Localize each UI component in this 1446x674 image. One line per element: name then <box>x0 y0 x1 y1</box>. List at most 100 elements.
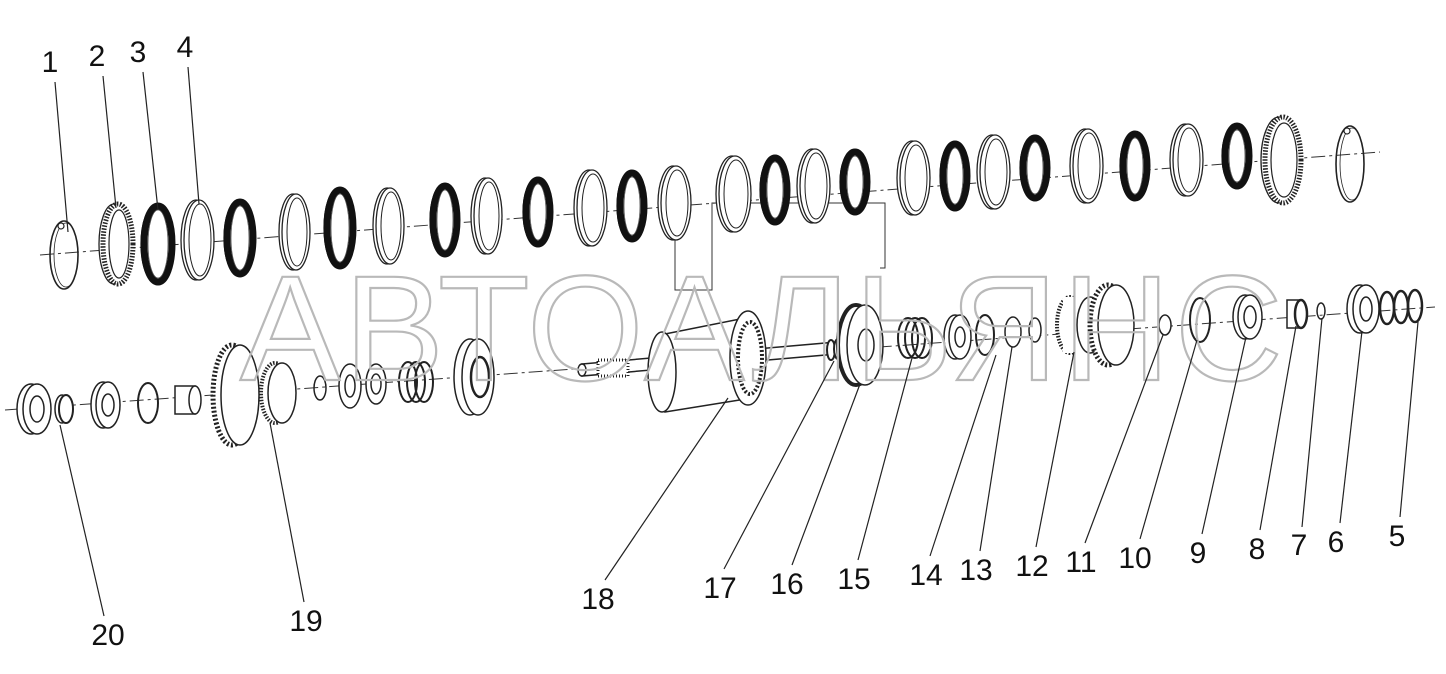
bearing-part-20 <box>16 383 52 435</box>
clutch-ring-7 <box>323 186 357 270</box>
callout-3-leader <box>142 71 159 211</box>
callout-1-label: 1 <box>42 46 59 79</box>
clutch-ring-1 <box>49 220 79 290</box>
callout-1-leader <box>54 81 69 233</box>
callout-11-leader <box>1084 334 1164 544</box>
clutch-ring-10 <box>470 177 503 255</box>
callout-19: 19 <box>269 422 323 638</box>
callout-15-leader <box>857 357 913 561</box>
callout-16: 16 <box>770 383 861 601</box>
callout-7: 7 <box>1291 317 1323 562</box>
callout-16-label: 16 <box>770 568 803 601</box>
callout-4: 4 <box>177 31 200 205</box>
clutch-ring-25 <box>1169 123 1204 197</box>
callout-17-label: 17 <box>703 572 736 605</box>
callout-9-label: 9 <box>1190 537 1207 570</box>
callout-20-leader <box>59 424 105 617</box>
bushing-part-8 <box>1286 298 1309 330</box>
callout-17-leader <box>723 360 835 570</box>
snap-ring-lower <box>137 382 159 424</box>
clutch-ring-9 <box>429 182 461 258</box>
callout-7-label: 7 <box>1291 529 1308 562</box>
clutch-ring-23 <box>1069 128 1104 204</box>
gear-part-12 <box>1055 282 1135 368</box>
bearing-part-14 <box>943 314 995 360</box>
gear-part-19 <box>210 342 297 448</box>
callout-4-label: 4 <box>177 31 194 64</box>
callout-12-label: 12 <box>1015 550 1048 583</box>
callout-6: 6 <box>1328 330 1363 559</box>
clutch-ring-4 <box>180 199 215 281</box>
clutch-ring-27 <box>1260 114 1304 206</box>
clutch-ring-11 <box>522 176 554 248</box>
clutch-ring-8 <box>372 187 405 265</box>
piston-lower <box>453 338 495 416</box>
sleeve <box>174 385 202 415</box>
callout-4-leader <box>187 66 200 205</box>
clutch-ring-22 <box>1019 134 1051 202</box>
callout-13: 13 <box>959 346 1013 587</box>
clutch-ring-18 <box>839 148 871 216</box>
upper-axis-line <box>39 151 1381 256</box>
clutch-ring-16 <box>759 154 791 226</box>
callout-2: 2 <box>89 40 117 209</box>
callout-12: 12 <box>1015 351 1075 583</box>
callout-18-leader <box>604 397 729 581</box>
clutch-ring-6 <box>278 193 311 271</box>
callout-12-leader <box>1035 351 1075 548</box>
callout-8-label: 8 <box>1249 533 1266 566</box>
seal-rings-part-5 <box>1378 288 1424 326</box>
callout-2-label: 2 <box>89 40 106 73</box>
clutch-ring-2 <box>98 201 136 287</box>
clutch-ring-3 <box>140 202 176 286</box>
spring-pack-lower <box>398 361 434 403</box>
clutch-ring-14 <box>657 165 692 241</box>
spring-part-15 <box>897 317 933 359</box>
callout-10: 10 <box>1118 339 1198 575</box>
callout-7-leader <box>1301 317 1323 528</box>
callout-8-leader <box>1259 325 1297 531</box>
callout-18: 18 <box>581 397 729 616</box>
callout-13-label: 13 <box>959 554 992 587</box>
clutch-ring-28 <box>1335 125 1365 203</box>
callout-18-label: 18 <box>581 583 614 616</box>
callout-14-leader <box>929 354 997 557</box>
callout-16-leader <box>791 383 861 566</box>
bearing-2 <box>90 381 121 429</box>
callout-2-leader <box>102 75 117 209</box>
clutch-ring-5 <box>223 198 257 278</box>
callout-3-label: 3 <box>130 36 147 69</box>
clutch-ring-13 <box>616 169 648 243</box>
callout-9-leader <box>1201 336 1247 535</box>
callout-10-label: 10 <box>1118 542 1151 575</box>
callout-19-label: 19 <box>289 605 322 638</box>
clutch-ring-24 <box>1119 130 1151 202</box>
clutch-ring-12 <box>573 169 608 247</box>
callout-9: 9 <box>1190 336 1247 570</box>
hub-part-16 <box>836 303 884 387</box>
clutch-ring-26 <box>1221 122 1253 190</box>
callout-8: 8 <box>1249 325 1297 566</box>
callout-11: 11 <box>1065 334 1164 579</box>
callout-1: 1 <box>42 46 69 233</box>
callout-13-leader <box>979 346 1013 552</box>
shaft-part-18 <box>577 310 861 413</box>
callout-14-label: 14 <box>909 559 942 592</box>
callout-20: 20 <box>59 424 125 652</box>
clutch-disc-pack <box>49 114 1365 290</box>
callout-20-label: 20 <box>91 619 124 652</box>
callout-5-leader <box>1399 321 1419 518</box>
callout-19-leader <box>269 422 305 603</box>
callout-6-label: 6 <box>1328 526 1345 559</box>
pin-part-11 <box>1158 314 1172 336</box>
clutch-ring-20 <box>939 140 971 212</box>
clutch-ring-21 <box>976 134 1011 210</box>
callout-14: 14 <box>909 354 997 592</box>
oring-part-7 <box>1316 302 1326 320</box>
callout-10-leader <box>1139 339 1198 540</box>
assembly-guide-line <box>674 202 886 291</box>
callout-3: 3 <box>130 36 159 211</box>
snap-ring-part-10 <box>1189 297 1211 343</box>
